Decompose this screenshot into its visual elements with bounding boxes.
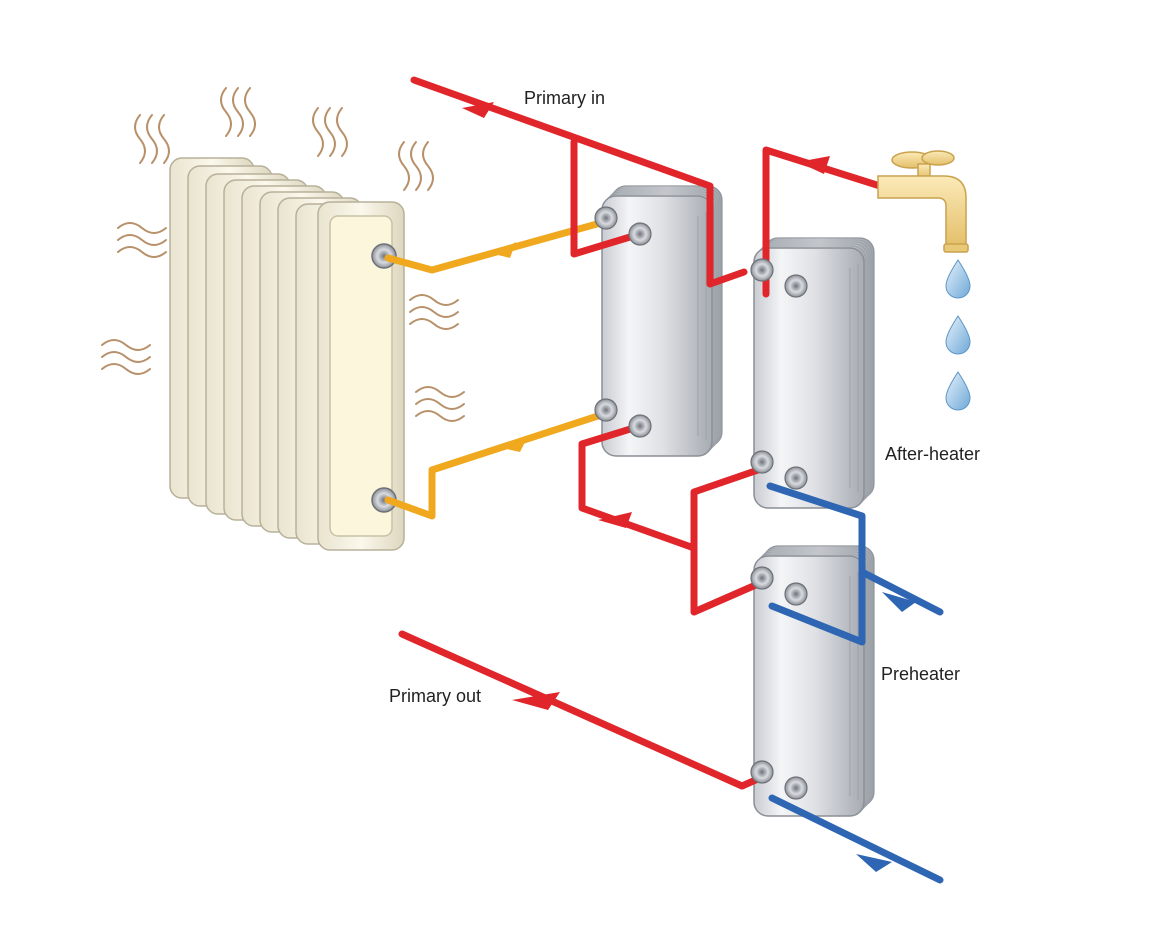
- preheater-label: Preheater: [881, 664, 961, 684]
- primary-out-label: Primary out: [389, 686, 482, 706]
- cold-water-pipe: [766, 482, 944, 884]
- flow-arrow: [856, 592, 916, 872]
- after-heater-label: After-heater: [885, 444, 981, 464]
- water-drop-icon: [945, 259, 971, 411]
- exchanger-ports: [594, 206, 808, 800]
- radiator-icon: [169, 157, 405, 551]
- primary-pipe: [398, 76, 884, 790]
- space-heating-exchanger: [601, 185, 723, 457]
- heat-waves-icon: [101, 87, 465, 422]
- water-tap-icon: [877, 150, 969, 253]
- flow-arrow: [494, 242, 528, 452]
- space-heating-pipe: [384, 218, 608, 520]
- primary-in-label: Primary in: [524, 88, 606, 108]
- flow-arrow: [462, 102, 830, 710]
